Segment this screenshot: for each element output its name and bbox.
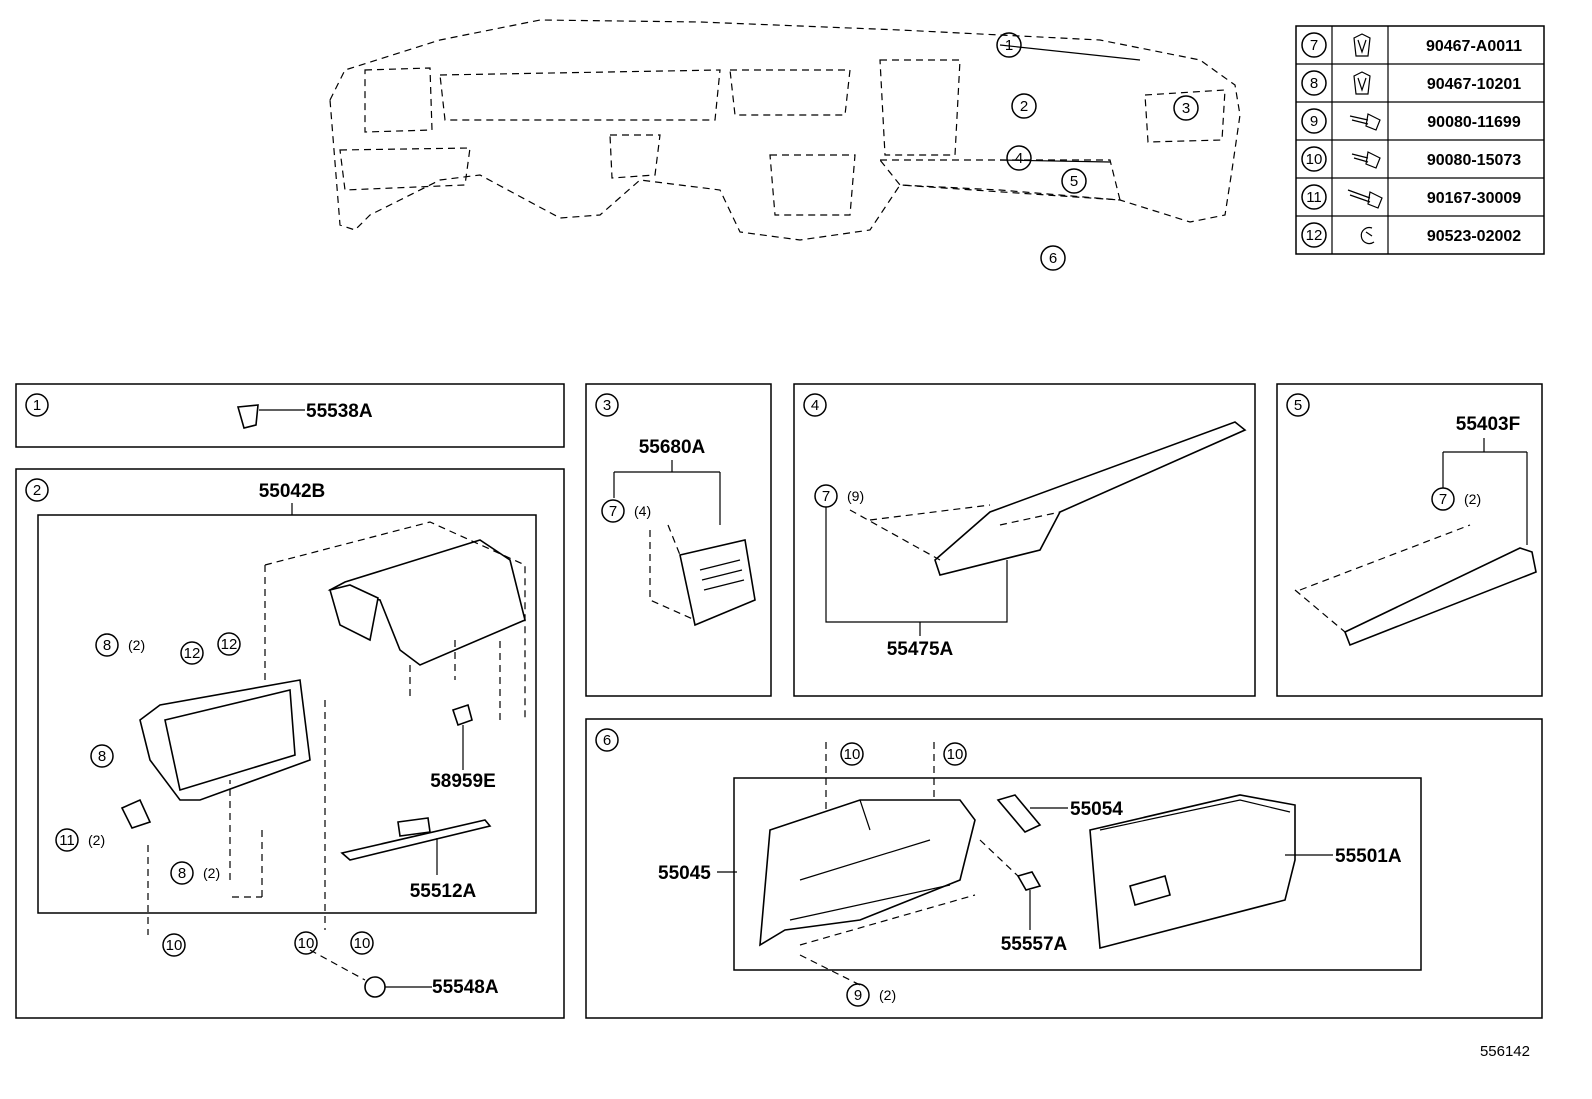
svg-text:9: 9 [1310,113,1318,130]
callout-3: 3 [1182,100,1190,117]
screw-icon [1347,189,1383,209]
part-label: 55557A [1001,934,1068,955]
svg-text:8: 8 [1310,75,1318,92]
svg-text:5: 5 [1294,397,1302,414]
nut-icon [1360,226,1375,245]
overview-callouts: 1 2 3 4 5 6 [996,32,1199,271]
svg-text:90523-02002: 90523-02002 [1427,228,1521,245]
part-label: 55548A [432,977,499,998]
svg-text:10: 10 [1306,151,1323,168]
svg-text:8: 8 [178,865,186,882]
svg-text:90467-10201: 90467-10201 [1427,76,1521,93]
part-label: 55045 [658,863,711,884]
screw-icon [1351,151,1381,169]
svg-text:90167-30009: 90167-30009 [1427,190,1521,207]
plate-55512A [340,817,492,861]
glove-box-housing-55045 [759,799,976,947]
svg-text:8: 8 [98,748,106,765]
fastener-table: 7 90467-A0011 8 90467-10201 9 90080-1169… [1295,25,1545,255]
cap-55548A [364,976,386,998]
svg-text:7: 7 [1439,491,1447,508]
part-label: 55403F [1456,414,1520,435]
svg-text:10: 10 [298,935,315,952]
svg-text:90080-15073: 90080-15073 [1427,152,1521,169]
svg-text:6: 6 [603,732,611,749]
svg-text:10: 10 [166,937,183,954]
callout-1: 1 [1005,37,1013,54]
table-row: 8 90467-10201 [1301,70,1521,96]
clip-icon [1353,33,1371,57]
svg-text:9: 9 [854,987,862,1004]
panel-4: 4 7 (9) 55475A [793,383,1256,697]
dashboard-overview [329,19,1241,241]
svg-text:(2): (2) [88,832,105,848]
bumper-58959E [451,703,473,727]
callout-4: 4 [1015,150,1023,167]
table-row: 12 90523-02002 [1301,222,1521,248]
svg-text:10: 10 [947,746,964,763]
svg-text:3: 3 [603,397,611,414]
glove-box-lid [327,539,526,666]
part-label: 55501A [1335,846,1402,867]
clip-icon [1353,71,1371,95]
svg-text:12: 12 [221,636,238,653]
panel-3: 3 55680A 7 (4) [585,383,772,697]
table-row: 7 90467-A0011 [1301,32,1522,58]
screw-icon [1349,113,1381,131]
svg-text:90467-A0011: 90467-A0011 [1426,38,1522,55]
trim-panel-55475A [934,421,1247,576]
svg-text:90080-11699: 90080-11699 [1427,114,1521,131]
callout-6: 6 [1049,250,1057,267]
svg-text:12: 12 [184,645,201,662]
svg-text:11: 11 [1306,189,1322,206]
svg-text:(2): (2) [1464,491,1481,507]
trim-strip-55403F [1343,547,1537,647]
part-label: 55538A [306,401,373,422]
svg-text:(9): (9) [847,488,864,504]
glove-box-door-55501A [1089,794,1296,950]
panel-5: 5 55403F 7 (2) [1276,383,1543,697]
svg-text:10: 10 [844,746,861,763]
svg-text:(2): (2) [879,987,896,1003]
clip-part [236,404,259,429]
part-label: 55475A [887,639,954,660]
table-row: 9 90080-11699 [1301,108,1521,134]
bolt-11 [120,798,152,829]
callout-2: 2 [1020,98,1028,115]
assembly-label: 55042B [259,481,326,502]
panel-6: 6 10 10 55045 9 (2) 55054 55557A 55501A [585,718,1543,1019]
svg-text:(4): (4) [634,503,651,519]
svg-text:12: 12 [1306,227,1323,244]
svg-text:(2): (2) [203,865,220,881]
part-label: 55512A [410,881,477,902]
svg-text:(2): (2) [128,637,145,653]
svg-text:4: 4 [811,397,819,414]
table-row: 10 90080-15073 [1301,146,1521,172]
svg-text:7: 7 [609,503,617,520]
part-label: 55680A [639,437,706,458]
callout-5: 5 [1070,173,1078,190]
svg-text:1: 1 [33,397,41,414]
part-label: 58959E [430,771,496,792]
part-label: 55054 [1070,799,1123,820]
latch-55557A [1016,871,1042,891]
air-vent-55680A [679,539,756,627]
svg-text:8: 8 [103,637,111,654]
svg-text:11: 11 [59,832,75,849]
glove-box-frame [139,679,311,801]
diagram-id: 556142 [1480,1043,1530,1060]
panel-2: 2 55042B 58959E 55512A 8 (2) 12 12 [15,468,565,1019]
svg-text:10: 10 [354,935,371,952]
table-row: 11 90167-30009 [1301,184,1521,210]
panel-1: 1 55538A [15,383,565,448]
damper-55054 [996,794,1042,833]
svg-text:7: 7 [1310,37,1318,54]
svg-text:7: 7 [822,488,830,505]
svg-text:2: 2 [33,482,41,499]
